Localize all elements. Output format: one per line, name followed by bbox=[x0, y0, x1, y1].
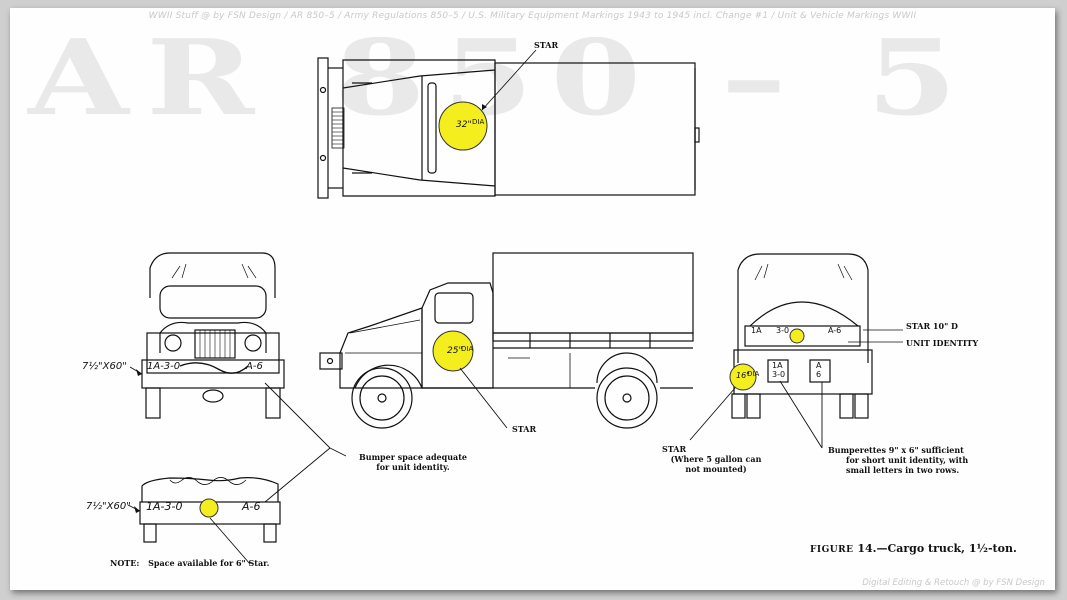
rear-tail-left: 1A bbox=[751, 326, 762, 335]
bumper-space-note: NOTE: Space available for 6" Star. bbox=[110, 558, 269, 568]
bumperettes-line-2: for short unit identity, with bbox=[846, 455, 969, 465]
figure-page: AR 850 – 5 WWII Stuff @ by FSN Design / … bbox=[10, 8, 1055, 590]
side-star-size: 25" bbox=[447, 346, 463, 356]
note-prefix: NOTE: bbox=[110, 558, 140, 568]
side-star-dia: DIA bbox=[461, 345, 474, 353]
star-top-32in bbox=[438, 101, 488, 151]
star-where-line-1: STAR bbox=[662, 444, 687, 454]
watermark: AR 850 – 5 bbox=[28, 16, 975, 139]
rear-b1-top: 1A bbox=[772, 361, 783, 370]
rear-star-size: 16" bbox=[736, 371, 750, 380]
top-star-label: STAR bbox=[534, 40, 559, 50]
truck-top-view bbox=[317, 57, 700, 199]
bumper-note-line-1: Bumper space adequate bbox=[359, 452, 467, 462]
unit-identity-label: UNIT IDENTITY bbox=[906, 338, 979, 348]
rear-b2-bot: 6 bbox=[816, 370, 822, 379]
bumper-detail-left: 1A-3-0 bbox=[146, 500, 183, 513]
rear-b2-top: A bbox=[816, 361, 822, 370]
star-bumper-6in bbox=[199, 498, 219, 518]
leader-lines bbox=[127, 49, 823, 565]
bumperettes-line-1: Bumperettes 9" x 6" sufficient bbox=[828, 445, 964, 455]
bumper-detail-dims: 7½"X60" bbox=[86, 501, 131, 512]
top-star-size: 32" bbox=[456, 120, 472, 130]
star-where-note: STAR (Where 5 gallon can not mounted) bbox=[662, 444, 770, 474]
front-bumper-left: 1A-3-0 bbox=[147, 361, 181, 372]
bumper-detail-right: A-6 bbox=[242, 500, 261, 513]
truck-side-view bbox=[319, 252, 694, 429]
star-door-25in bbox=[432, 330, 474, 372]
front-dims: 7½"X60" bbox=[82, 361, 127, 372]
bumper-detail bbox=[139, 477, 281, 543]
bumper-note: Bumper space adequate for unit identity. bbox=[348, 452, 478, 472]
rear-bumperette-right: A 6 bbox=[816, 361, 821, 379]
figure-caption: FIGURE 14.—Cargo truck, 1½-ton. bbox=[810, 542, 1017, 555]
star-10-label: STAR 10" D bbox=[906, 321, 958, 331]
bumper-note-line-2: for unit identity. bbox=[376, 462, 450, 472]
bumperettes-note: Bumperettes 9" x 6" sufficient for short… bbox=[828, 445, 968, 475]
footer-credit: Digital Editing & Retouch @ by FSN Desig… bbox=[862, 578, 1045, 588]
star-where-line-3: not mounted) bbox=[685, 464, 747, 474]
header-credit: WWII Stuff @ by FSN Design / AR 850–5 / … bbox=[148, 11, 917, 21]
rear-star-dia: DIA bbox=[747, 370, 760, 378]
truck-front-view bbox=[141, 252, 285, 419]
rear-tail-right: A-6 bbox=[828, 326, 842, 335]
bumperettes-line-3: small letters in two rows. bbox=[846, 465, 960, 475]
star-markers bbox=[199, 101, 805, 518]
star-where-line-2: (Where 5 gallon can bbox=[670, 454, 762, 464]
front-bumper-right: A-6 bbox=[246, 361, 263, 372]
note-text: Space available for 6" Star. bbox=[148, 558, 270, 568]
rear-b1-bot: 3-0 bbox=[772, 370, 786, 379]
figure-caption-prefix: FIGURE bbox=[810, 545, 854, 555]
truck-rear-view bbox=[731, 253, 903, 419]
top-star-dia: DIA bbox=[472, 118, 485, 126]
side-star-label: STAR bbox=[512, 424, 537, 434]
technical-drawing bbox=[127, 49, 903, 565]
rear-tail-mid: 3-0 bbox=[776, 326, 790, 335]
figure-caption-text: 14.—Cargo truck, 1½-ton. bbox=[853, 542, 1017, 555]
star-rear-10in bbox=[789, 328, 805, 344]
rear-bumperette-left: 1A 3-0 bbox=[772, 361, 785, 379]
star-rear-16in bbox=[729, 363, 757, 391]
